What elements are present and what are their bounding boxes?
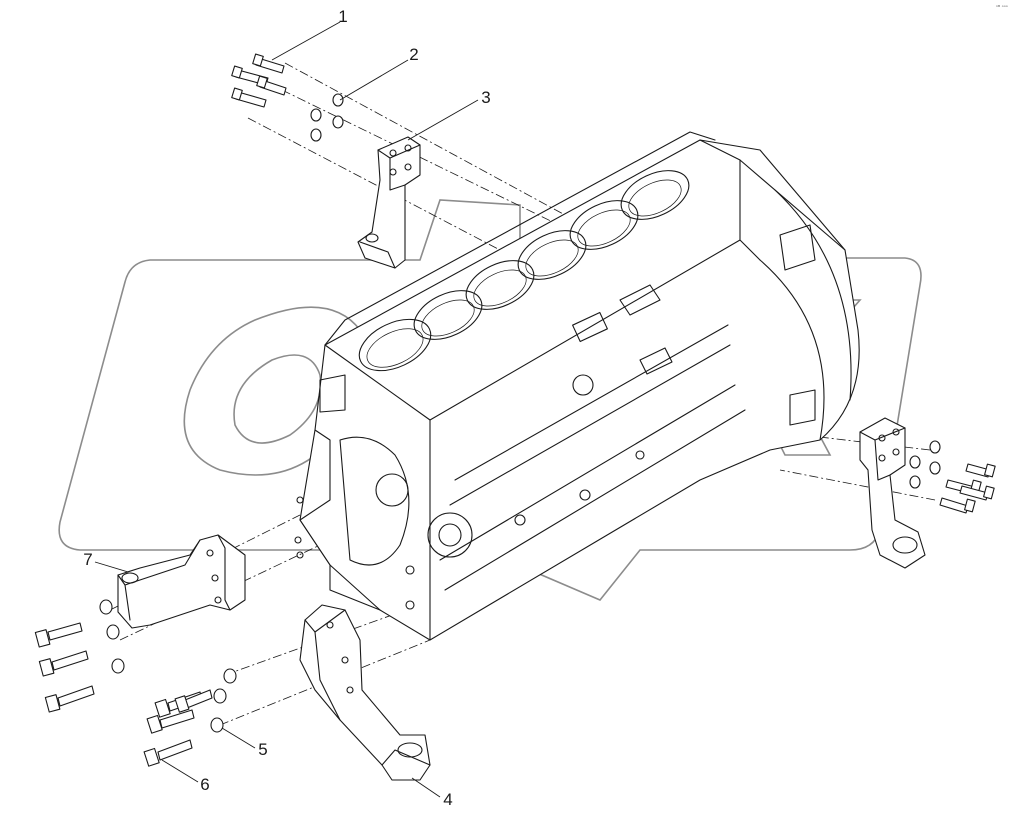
- corner-mark: ⁿᴮ ᵒᵒᵒ: [996, 5, 1008, 11]
- callout-1: 1: [338, 7, 347, 26]
- callout-labels: 1 2 3 4 5 6 7 ⁿᴮ ᵒᵒᵒ: [83, 5, 1008, 809]
- callout-7: 7: [83, 550, 92, 569]
- bracket-part-7: [117, 534, 246, 629]
- leader-lines: [94, 21, 479, 798]
- left-washers: [99, 599, 125, 674]
- lower-washers-part-5: [210, 668, 237, 733]
- left-bolts: [34, 622, 95, 713]
- cylinder-bores: [358, 170, 690, 372]
- callout-5: 5: [258, 740, 267, 759]
- bracket-part-3: [357, 136, 421, 269]
- bracket-right: [859, 417, 926, 569]
- top-washers-part-2: [310, 93, 344, 142]
- right-washers: [909, 440, 941, 489]
- callout-3: 3: [481, 88, 490, 107]
- right-bolts: [939, 463, 996, 514]
- callout-6: 6: [200, 775, 209, 794]
- bracket-part-4: [299, 604, 431, 781]
- engine-block: [294, 131, 860, 641]
- top-bolts-part-1: [231, 53, 287, 108]
- lower-bolts-part-6: [143, 689, 213, 767]
- callout-4: 4: [443, 790, 452, 809]
- callout-2: 2: [409, 45, 418, 64]
